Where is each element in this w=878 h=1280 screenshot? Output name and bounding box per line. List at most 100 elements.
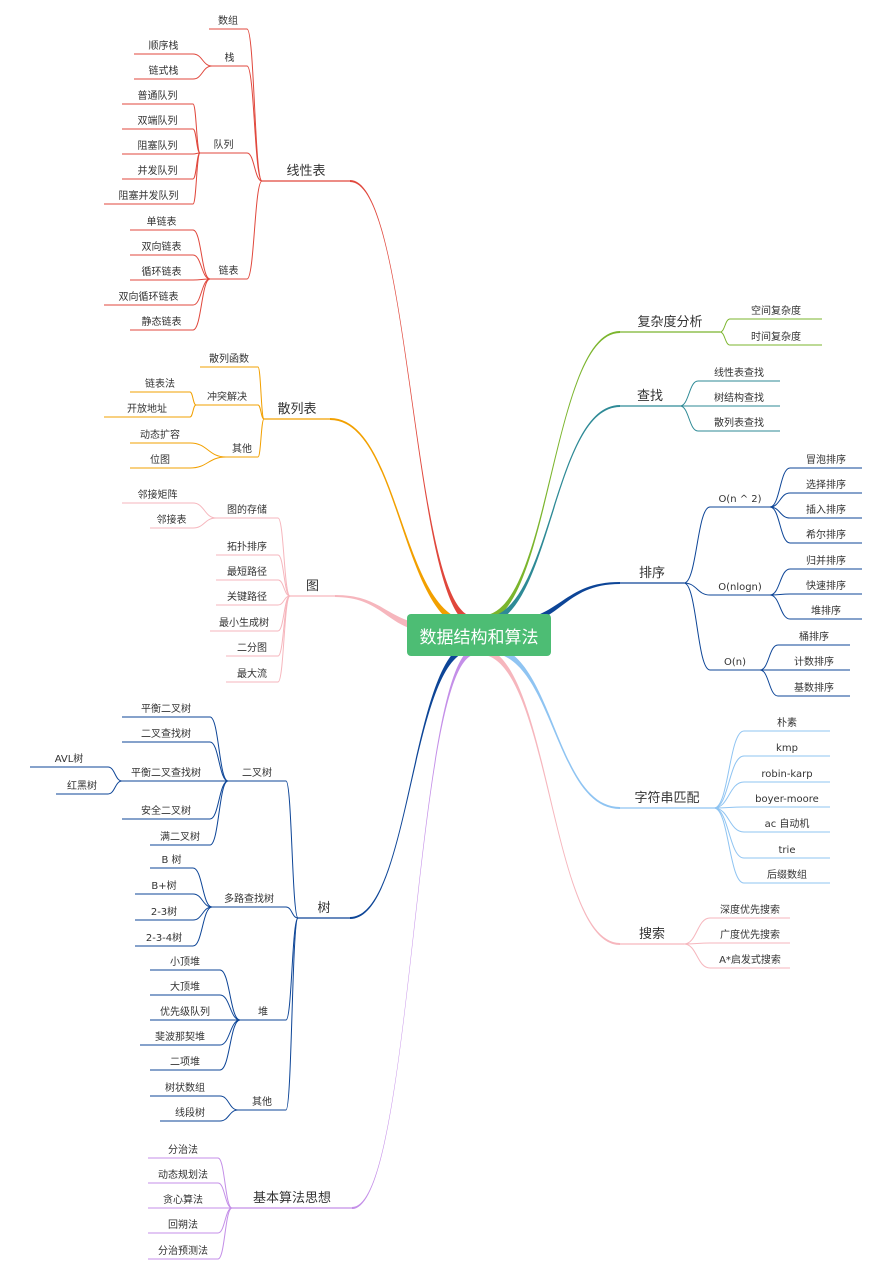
- node-tree-大顶堆[interactable]: 大顶堆: [170, 980, 200, 993]
- node-tree-2-3树[interactable]: 2-3树: [151, 905, 177, 918]
- branch-label-search[interactable]: 查找: [637, 389, 663, 404]
- node-basic-贪心算法[interactable]: 贪心算法: [163, 1193, 203, 1206]
- node-graph-图的存储[interactable]: 图的存储: [227, 503, 267, 516]
- node-tree-优先级队列[interactable]: 优先级队列: [160, 1005, 210, 1018]
- node-tree-avl树[interactable]: AVL树: [55, 752, 84, 765]
- node-complexity-时间复杂度[interactable]: 时间复杂度: [751, 330, 801, 343]
- node-tree-小顶堆[interactable]: 小顶堆: [170, 956, 200, 968]
- node-string-kmp[interactable]: kmp: [776, 743, 798, 754]
- node-tree-平衡二叉查找树[interactable]: 平衡二叉查找树: [131, 766, 201, 779]
- node-tree-多路查找树[interactable]: 多路查找树: [224, 892, 274, 905]
- node-complexity-空间复杂度[interactable]: 空间复杂度: [751, 304, 801, 317]
- node-linear-普通队列[interactable]: 普通队列: [138, 89, 178, 102]
- node-search-散列表查找[interactable]: 散列表查找: [714, 416, 764, 429]
- node-string-robin-karp[interactable]: robin-karp: [761, 769, 812, 780]
- node-tree-二叉树[interactable]: 二叉树: [242, 766, 272, 779]
- node-string-ac-自动机[interactable]: ac 自动机: [765, 817, 810, 830]
- node-tree-其他[interactable]: 其他: [252, 1095, 272, 1108]
- node-basic-分治预测法[interactable]: 分治预测法: [158, 1244, 208, 1257]
- node-linear-栈[interactable]: 栈: [225, 51, 235, 64]
- node-tree-二项堆[interactable]: 二项堆: [170, 1056, 200, 1068]
- link-graph-1: [277, 554, 291, 597]
- node-sort-插入排序[interactable]: 插入排序: [806, 503, 846, 516]
- node-tree-b-树[interactable]: B 树: [161, 853, 181, 866]
- node-linear-队列[interactable]: 队列: [214, 138, 234, 151]
- node-string-trie[interactable]: trie: [779, 845, 796, 856]
- node-search-树结构查找[interactable]: 树结构查找: [714, 391, 764, 404]
- node-tree-二叉查找树[interactable]: 二叉查找树: [141, 727, 191, 740]
- node-sort-快速排序[interactable]: 快速排序: [806, 579, 846, 592]
- node-tree-线段树[interactable]: 线段树: [175, 1106, 205, 1119]
- node-hash-链表法[interactable]: 链表法: [145, 377, 175, 390]
- node-hash-散列函数[interactable]: 散列函数: [209, 352, 249, 365]
- branch-label-tree[interactable]: 树: [317, 901, 330, 916]
- node-linear-双向链表[interactable]: 双向链表: [142, 240, 182, 253]
- node-search-线性表查找[interactable]: 线性表查找: [714, 366, 764, 379]
- node-linear-双向循环链表[interactable]: 双向循环链表: [119, 290, 179, 303]
- node-sort-希尔排序[interactable]: 希尔排序: [806, 528, 846, 541]
- node-linear-双端队列[interactable]: 双端队列: [138, 114, 178, 127]
- node-hash-冲突解决[interactable]: 冲突解决: [207, 390, 247, 403]
- root-node[interactable]: 数据结构和算法: [407, 614, 551, 656]
- node-linear-单链表[interactable]: 单链表: [147, 215, 177, 228]
- node-dfs-广度优先搜索[interactable]: 广度优先搜索: [720, 928, 780, 941]
- node-graph-最大流[interactable]: 最大流: [237, 667, 267, 680]
- node-graph-二分图[interactable]: 二分图: [237, 642, 267, 654]
- node-string-后缀数组[interactable]: 后缀数组: [767, 868, 807, 881]
- node-linear-并发队列[interactable]: 并发队列: [138, 164, 178, 177]
- node-tree-红黑树[interactable]: 红黑树: [67, 779, 97, 792]
- node-basic-分治法[interactable]: 分治法: [168, 1143, 198, 1156]
- node-sort-o-n-2[interactable]: O(n ^ 2): [718, 494, 761, 505]
- node-sort-桶排序[interactable]: 桶排序: [799, 630, 829, 643]
- branch-label-graph[interactable]: 图: [306, 579, 319, 594]
- node-basic-动态规划法[interactable]: 动态规划法: [158, 1168, 208, 1181]
- node-graph-最短路径[interactable]: 最短路径: [227, 565, 267, 578]
- node-linear-顺序栈[interactable]: 顺序栈: [149, 39, 179, 52]
- node-sort-选择排序[interactable]: 选择排序: [806, 478, 846, 491]
- node-graph-拓扑排序[interactable]: 拓扑排序: [227, 540, 267, 553]
- node-hash-开放地址[interactable]: 开放地址: [127, 402, 167, 415]
- node-linear-阻塞队列[interactable]: 阻塞队列: [138, 139, 178, 152]
- branch-label-hash[interactable]: 散列表: [277, 402, 316, 417]
- node-string-朴素[interactable]: 朴素: [777, 716, 797, 729]
- node-tree-平衡二叉树[interactable]: 平衡二叉树: [141, 702, 191, 715]
- node-basic-回朔法[interactable]: 回朔法: [168, 1218, 198, 1231]
- node-graph-邻接表[interactable]: 邻接表: [157, 513, 187, 526]
- branch-label-complexity[interactable]: 复杂度分析: [637, 314, 702, 330]
- node-linear-链式栈[interactable]: 链式栈: [149, 64, 179, 77]
- node-hash-动态扩容[interactable]: 动态扩容: [140, 428, 180, 441]
- branch-label-string[interactable]: 字符串匹配: [634, 790, 699, 806]
- node-sort-冒泡排序[interactable]: 冒泡排序: [806, 453, 846, 466]
- branch-label-basic[interactable]: 基本算法思想: [253, 1190, 331, 1206]
- node-sort-计数排序[interactable]: 计数排序: [794, 655, 834, 668]
- branch-label-dfs[interactable]: 搜索: [639, 927, 665, 942]
- node-tree-安全二叉树[interactable]: 安全二叉树: [141, 804, 191, 817]
- node-sort-o-n[interactable]: O(n): [724, 657, 746, 668]
- node-sort-o-nlogn[interactable]: O(nlogn): [718, 582, 762, 593]
- node-linear-静态链表[interactable]: 静态链表: [142, 315, 182, 328]
- node-tree-b-树[interactable]: B+树: [151, 879, 176, 892]
- node-hash-其他[interactable]: 其他: [232, 442, 252, 455]
- node-string-boyer-moore[interactable]: boyer-moore: [755, 794, 819, 805]
- node-hash-位图[interactable]: 位图: [150, 453, 170, 466]
- node-sort-归并排序[interactable]: 归并排序: [806, 554, 846, 567]
- link-sort-2-0: [759, 644, 779, 671]
- branch-label-sort[interactable]: 排序: [639, 566, 665, 581]
- node-tree-树状数组[interactable]: 树状数组: [165, 1081, 205, 1094]
- node-graph-关键路径[interactable]: 关键路径: [227, 590, 267, 603]
- node-linear-阻塞并发队列[interactable]: 阻塞并发队列: [119, 189, 179, 202]
- node-tree-满二叉树[interactable]: 满二叉树: [160, 830, 200, 843]
- node-linear-循环链表[interactable]: 循环链表: [142, 265, 182, 278]
- node-sort-堆排序[interactable]: 堆排序: [811, 604, 841, 617]
- node-tree-堆[interactable]: 堆: [258, 1006, 268, 1018]
- node-dfs-深度优先搜索[interactable]: 深度优先搜索: [720, 903, 780, 916]
- node-linear-数组[interactable]: 数组: [218, 14, 238, 27]
- node-tree-2-3-4树[interactable]: 2-3-4树: [146, 931, 182, 944]
- node-linear-链表[interactable]: 链表: [219, 264, 239, 277]
- node-sort-基数排序[interactable]: 基数排序: [794, 681, 834, 694]
- branch-label-linear[interactable]: 线性表: [286, 164, 325, 179]
- node-dfs-a-启发式搜索[interactable]: A*启发式搜索: [719, 953, 781, 966]
- node-graph-邻接矩阵[interactable]: 邻接矩阵: [138, 488, 178, 501]
- node-tree-斐波那契堆[interactable]: 斐波那契堆: [155, 1030, 205, 1043]
- node-graph-最小生成树[interactable]: 最小生成树: [219, 616, 269, 629]
